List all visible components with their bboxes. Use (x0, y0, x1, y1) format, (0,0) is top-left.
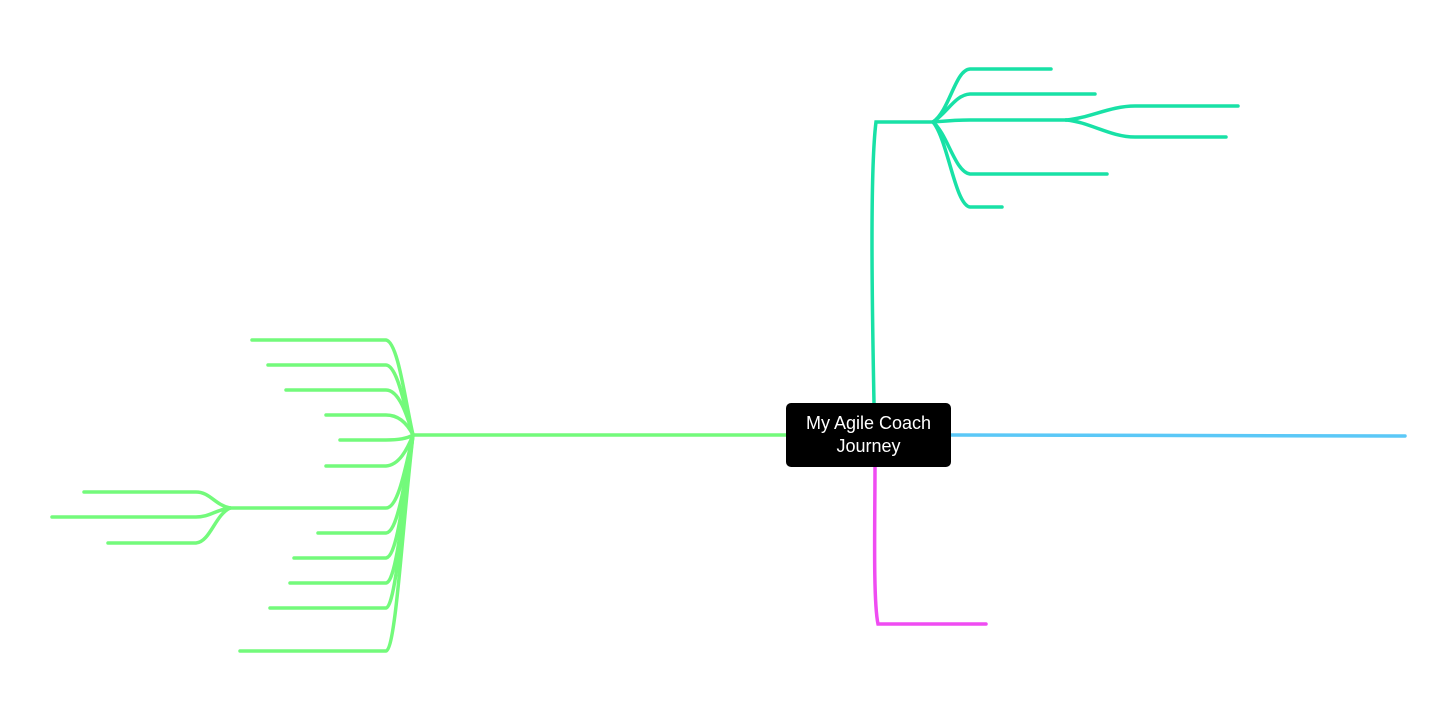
past-item-accomplishments[interactable]: Accomplishments (291, 594, 382, 606)
why-topic[interactable]: Why? For What? (884, 608, 971, 620)
present-item-focus[interactable]: Focus Areas (978, 105, 1042, 117)
past-item-strengths[interactable]: Strengths, Weaknesses, Superpowers (237, 478, 362, 504)
past-branch-milestones (238, 433, 415, 653)
central-topic-label: My Agile Coach Journey (805, 413, 932, 456)
future-trunk (949, 433, 1407, 438)
strengths-item-develop[interactable]: Develop Strengths (Pinch) (56, 502, 191, 514)
present-branch-focus (931, 118, 1068, 124)
past-item-roles[interactable]: Roles (352, 426, 382, 438)
past-topic[interactable]: Past (421, 420, 445, 432)
why-trunk (872, 465, 988, 626)
past-item-greatest-themes[interactable]: Greatest Themes (293, 375, 382, 387)
present-trunk (870, 120, 935, 405)
present-branches (931, 67, 1240, 209)
past-item-profession[interactable]: Profession / Job Title (275, 325, 382, 337)
past-item-themes[interactable]: Themes (340, 400, 382, 412)
present-item-current-job[interactable]: Current Job (978, 54, 1039, 66)
focus-sub-experiments (1064, 118, 1228, 139)
focus-sub-facilitation (1064, 104, 1240, 122)
strengths-item-superpowers[interactable]: Superpowers (112, 528, 180, 540)
future-topic[interactable]: Future (1368, 422, 1402, 434)
central-topic[interactable]: My Agile Coach Journey (786, 403, 951, 467)
past-branch-themes (324, 413, 415, 437)
present-branch-competencies (931, 92, 1097, 124)
present-branch-empty (931, 120, 1004, 209)
focus-item-facilitation[interactable]: E.g., Facilitation (1141, 91, 1223, 103)
present-item-competencies[interactable]: Current Competencies (978, 79, 1094, 91)
past-item-learnings[interactable]: Learnings (331, 518, 382, 530)
past-branches (50, 338, 415, 653)
past-item-interests[interactable]: Interests (337, 452, 382, 464)
past-item-agile-history[interactable]: Agile Work History (287, 350, 382, 362)
strengths-sub-superpowers (106, 506, 232, 545)
present-topic[interactable]: Present (882, 107, 922, 119)
strengths-item-shadow[interactable]: Shadow Sides of Superpowers (88, 462, 175, 488)
past-item-key-learnings[interactable]: Key Learnings (308, 543, 382, 555)
focus-item-experiments[interactable]: Experiments (1144, 122, 1208, 134)
strengths-sub-shadow (82, 490, 232, 510)
past-item-growth-edges[interactable]: Growth Edges (309, 568, 382, 580)
past-item-milestones[interactable]: Milestones of Learning Journey (245, 621, 361, 647)
present-item-feelings[interactable]: Current Feelings and Observations (978, 144, 1086, 170)
